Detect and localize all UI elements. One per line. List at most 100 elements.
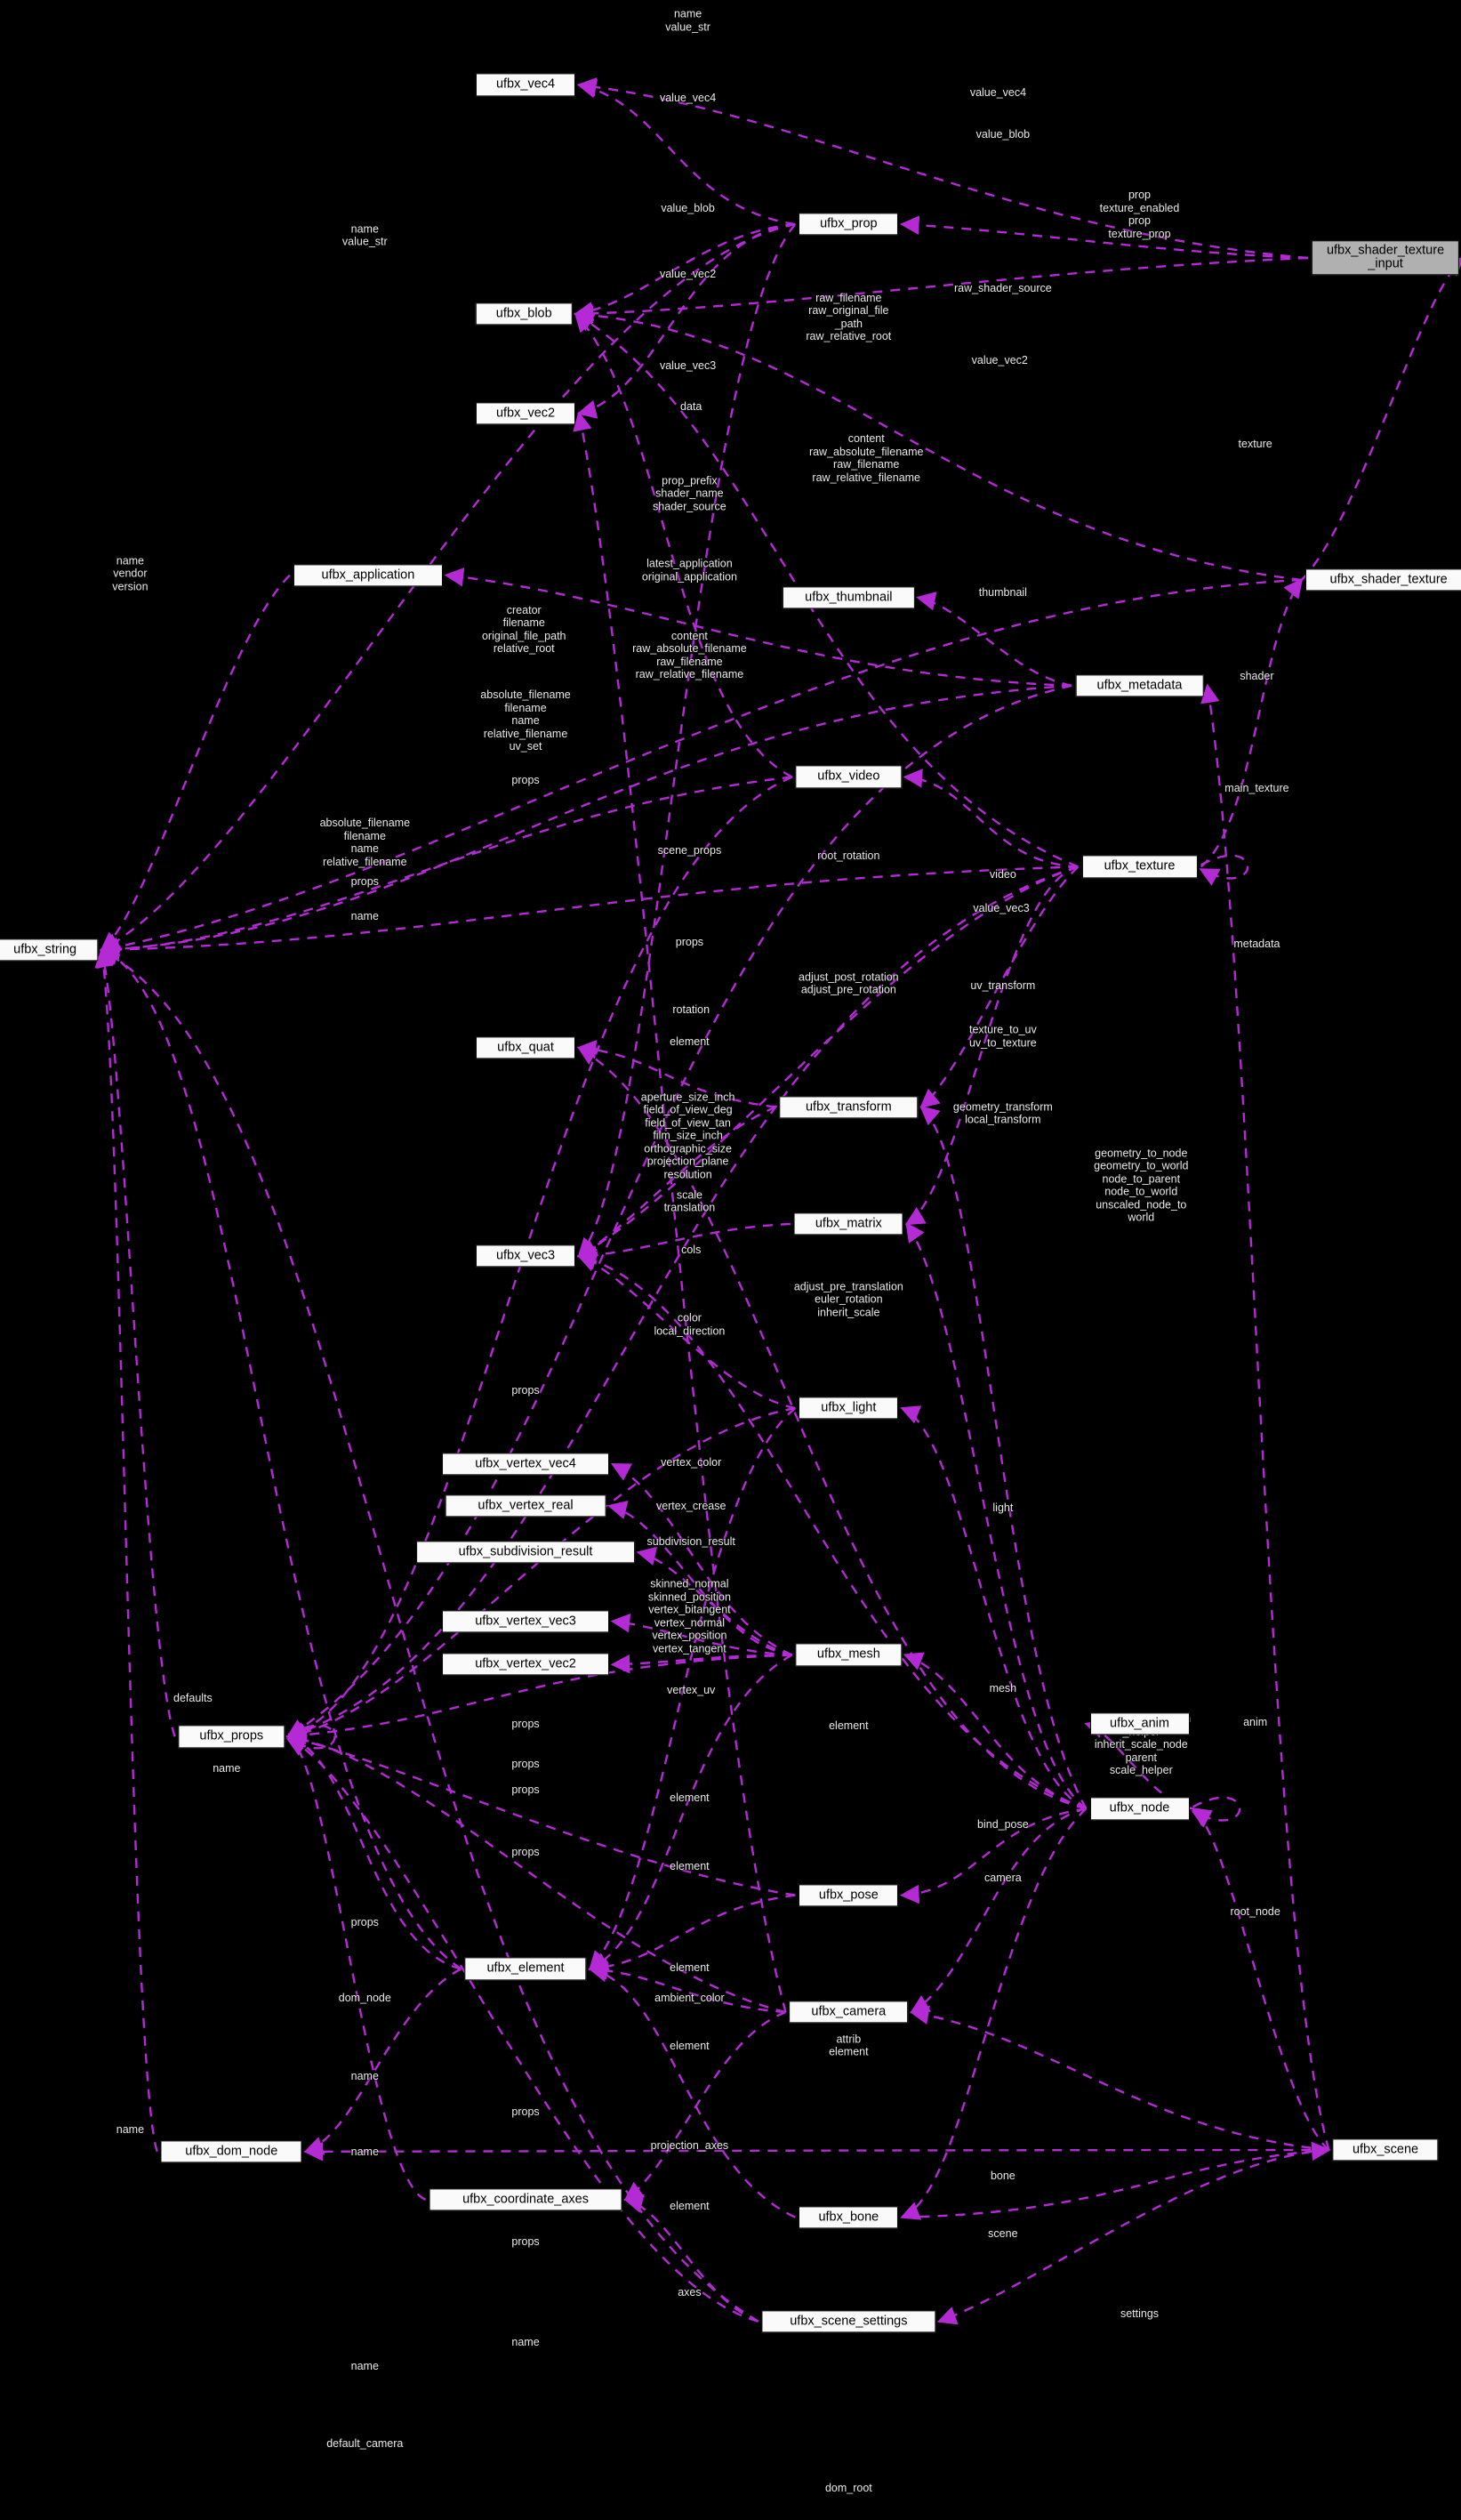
edge-ufbx-application-to-ufbx-string xyxy=(100,574,291,952)
edge-ufbx-texture-to-ufbx-vec3 xyxy=(577,865,1079,1258)
node-ufbx-scene-settings[interactable]: ufbx_scene_settings xyxy=(761,2310,935,2333)
edge-ufbx-video-to-ufbx-string xyxy=(99,776,792,959)
edge-label: props xyxy=(675,935,704,948)
edge-ufbx-pose-to-ufbx-element xyxy=(588,1894,796,1977)
edge-label: element xyxy=(670,1791,710,1804)
edge-label: name xyxy=(350,2145,379,2158)
edge-ufbx-mesh-to-ufbx-vertex-vec2 xyxy=(610,1654,792,1674)
edge-ufbx-metadata-to-ufbx-string xyxy=(99,684,1072,959)
edge-label: raw_shader_source xyxy=(953,281,1052,294)
edge-ufbx-shader-texture-input-to-ufbx-vec4 xyxy=(576,77,1309,260)
edge-ufbx-shader-texture-to-ufbx-string xyxy=(99,578,1302,956)
edge-label: value_vec3 xyxy=(659,358,717,372)
edge-self-loop xyxy=(1199,854,1249,886)
node-ufbx-element[interactable]: ufbx_element xyxy=(464,1957,587,1981)
node-ufbx-bone[interactable]: ufbx_bone xyxy=(799,2205,899,2229)
node-ufbx-coordinate-axes[interactable]: ufbx_coordinate_axes xyxy=(429,2188,622,2211)
edge-ufbx-transform-to-ufbx-quat xyxy=(576,1039,776,1108)
node-ufbx-dom-node[interactable]: ufbx_dom_node xyxy=(160,2140,302,2163)
edge-label: camera xyxy=(984,1871,1022,1884)
edge-ufbx-prop-to-ufbx-vec4 xyxy=(576,79,796,226)
edge-label: vertex_crease xyxy=(655,1499,726,1512)
edge-label: value_vec4 xyxy=(969,86,1027,100)
node-ufbx-video[interactable]: ufbx_video xyxy=(795,765,902,789)
edge-label: thumbnail xyxy=(978,586,1027,600)
node-ufbx-thumbnail[interactable]: ufbx_thumbnail xyxy=(783,586,915,609)
node-ufbx-vertex-vec4[interactable]: ufbx_vertex_vec4 xyxy=(442,1453,610,1476)
edge-ufbx-scene-to-ufbx-metadata xyxy=(1200,683,1330,2151)
node-ufbx-vertex-real[interactable]: ufbx_vertex_real xyxy=(445,1494,606,1518)
node-ufbx-vec2[interactable]: ufbx_vec2 xyxy=(476,402,576,425)
node-ufbx-blob[interactable]: ufbx_blob xyxy=(476,302,573,326)
edge-label: rotation xyxy=(672,1002,710,1016)
edge-ufbx-metadata-to-ufbx-application xyxy=(444,568,1072,687)
node-ufbx-mesh[interactable]: ufbx_mesh xyxy=(795,1643,902,1667)
edge-ufbx-prop-to-ufbx-vec2 xyxy=(576,222,796,419)
edge-label: texture xyxy=(1238,437,1272,450)
edge-label: scene xyxy=(988,2226,1018,2240)
edge-ufbx-element-to-ufbx-dom-node xyxy=(303,1968,462,2155)
node-ufbx-pose[interactable]: ufbx_pose xyxy=(799,1883,899,1907)
edge-ufbx-dom-node-to-ufbx-string xyxy=(94,947,158,2153)
edge-label: video xyxy=(989,868,1016,882)
edge-ufbx-node-to-ufbx-transform xyxy=(919,1105,1088,1809)
node-ufbx-props[interactable]: ufbx_props xyxy=(178,1725,285,1748)
node-ufbx-quat[interactable]: ufbx_quat xyxy=(476,1036,576,1059)
edge-label: props xyxy=(511,1845,540,1858)
edge-label: element xyxy=(670,1035,710,1048)
edge-label: metadata xyxy=(1233,937,1280,950)
edge-label: element xyxy=(829,1719,869,1732)
edge-label: data xyxy=(680,400,702,414)
edge-ufbx-camera-to-ufbx-coordinate-axes xyxy=(623,2010,786,2202)
node-ufbx-camera[interactable]: ufbx_camera xyxy=(789,2001,909,2024)
node-ufbx-prop[interactable]: ufbx_prop xyxy=(799,213,899,236)
node-ufbx-transform[interactable]: ufbx_transform xyxy=(779,1095,919,1119)
edge-label: axes xyxy=(678,2286,702,2299)
edge-label: vertex_color xyxy=(661,1456,722,1469)
edge-ufbx-texture-to-ufbx-shader-texture xyxy=(1200,578,1304,868)
edge-ufbx-scene-to-ufbx-scene-settings xyxy=(936,2148,1329,2325)
edge-label: dom_node xyxy=(338,1991,391,2004)
edge-ufbx-prop-to-ufbx-blob xyxy=(574,222,796,321)
node-ufbx-string[interactable]: ufbx_string xyxy=(0,938,99,962)
edge-ufbx-scene-to-ufbx-node xyxy=(1191,1807,1330,2151)
node-ufbx-subdivision-result[interactable]: ufbx_subdivision_result xyxy=(416,1541,635,1564)
node-ufbx-metadata[interactable]: ufbx_metadata xyxy=(1075,674,1204,697)
node-ufbx-scene[interactable]: ufbx_scene xyxy=(1332,2138,1439,2162)
node-ufbx-vec3[interactable]: ufbx_vec3 xyxy=(476,1244,576,1268)
node-ufbx-anim[interactable]: ufbx_anim xyxy=(1089,1712,1190,1735)
node-ufbx-texture[interactable]: ufbx_texture xyxy=(1081,855,1198,878)
node-ufbx-light[interactable]: ufbx_light xyxy=(799,1397,899,1420)
edge-ufbx-camera-to-ufbx-props xyxy=(285,1729,786,2014)
edge-label: name xyxy=(350,2069,379,2082)
edge-label: name xyxy=(350,909,379,922)
node-ufbx-vec4[interactable]: ufbx_vec4 xyxy=(476,73,576,97)
edge-ufbx-shader-texture-to-ufbx-blob xyxy=(574,305,1302,582)
edge-label: value_vec4 xyxy=(659,91,717,104)
edge-label: value_blob xyxy=(975,128,1031,141)
node-ufbx-shader-texture-input[interactable]: ufbx_shader_texture_input xyxy=(1311,240,1460,276)
edge-label: value_blob xyxy=(661,201,715,214)
edge-ufbx-camera-to-ufbx-element xyxy=(588,1960,786,2014)
node-ufbx-vertex-vec3[interactable]: ufbx_vertex_vec3 xyxy=(442,1610,610,1633)
edge-label: props xyxy=(511,1717,540,1730)
node-ufbx-node[interactable]: ufbx_node xyxy=(1089,1797,1190,1820)
edge-label: dom_root xyxy=(824,2481,872,2494)
node-ufbx-vertex-vec2[interactable]: ufbx_vertex_vec2 xyxy=(442,1653,610,1676)
edge-label: mesh xyxy=(989,1682,1017,1695)
edge-label: element xyxy=(670,2199,710,2212)
edge-label: projection_axes xyxy=(650,2138,729,2152)
node-ufbx-shader-texture[interactable]: ufbx_shader_texture xyxy=(1304,568,1461,592)
node-ufbx-application[interactable]: ufbx_application xyxy=(293,563,443,587)
node-ufbx-matrix[interactable]: ufbx_matrix xyxy=(793,1212,903,1236)
edge-label: props xyxy=(350,1915,379,1928)
